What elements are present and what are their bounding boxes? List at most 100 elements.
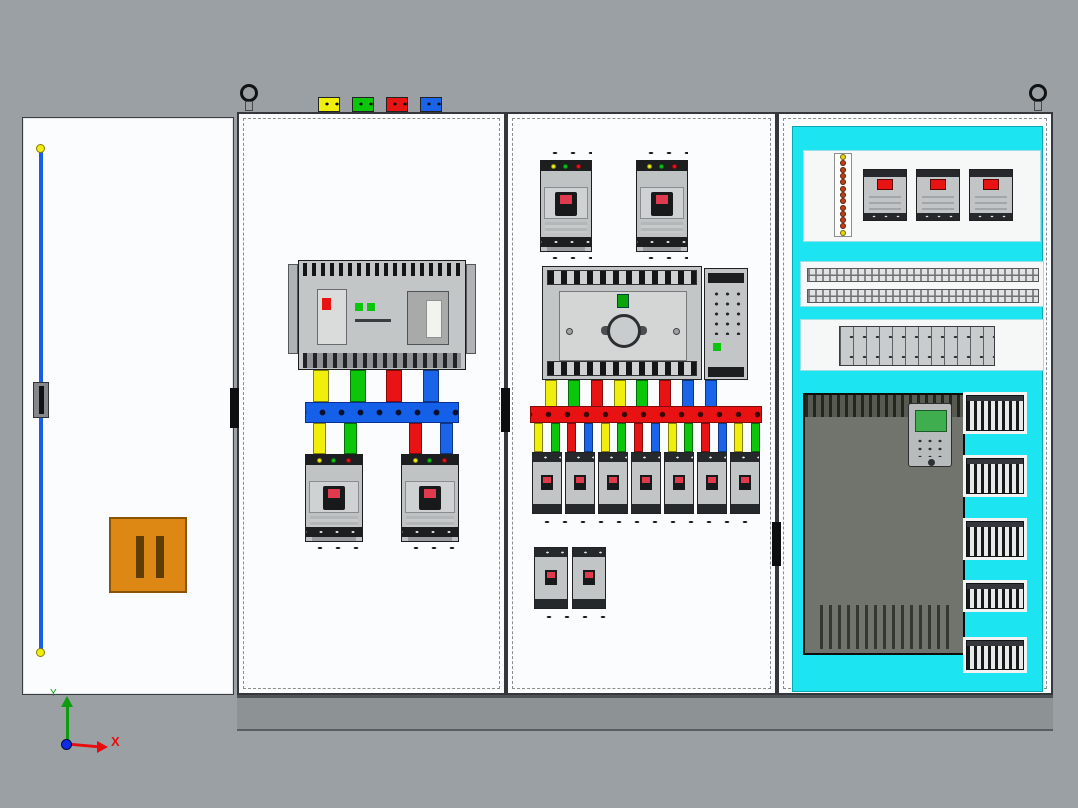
vfd-keypad[interactable] [908,403,952,467]
terminal-block-group[interactable] [966,395,1024,431]
x-axis-arrowhead [97,741,108,753]
din-breaker[interactable] [532,452,562,514]
automatic-transfer-switch[interactable] [542,266,702,380]
tap12-segment [613,380,626,407]
tap12-segment [590,380,603,407]
breaker-switch[interactable] [706,475,718,490]
terminal-block-group[interactable] [966,640,1024,670]
breaker-switch[interactable] [983,179,999,190]
mccb-switch[interactable] [555,192,577,216]
cabinet-door-open[interactable] [22,117,234,695]
acb-flange-left [288,264,298,354]
aux-breaker[interactable] [916,169,960,221]
terminal-block-group[interactable] [966,458,1024,494]
incoming-breaker-b[interactable] [636,160,688,252]
din-breaker[interactable] [697,452,727,514]
phase-block-green[interactable] [352,97,374,112]
acb-indicator-green [355,303,363,311]
breaker-switch[interactable] [574,475,586,490]
acb-indicator-red [322,298,331,310]
ats-rotary-knob[interactable] [607,314,641,348]
terminal-screws [305,544,363,552]
dot5-segment [346,457,352,463]
din-breaker[interactable] [631,452,661,514]
main-blue-busbar[interactable] [305,402,459,423]
acb-control-panel [317,289,347,345]
incoming-breaker-a[interactable] [540,160,592,252]
controller-bottom-strip [708,367,744,377]
breaker-switch[interactable] [877,179,893,190]
lifting-eye-stem [1034,101,1042,111]
din-breaker[interactable] [730,452,760,514]
tap16-segment [349,370,366,402]
breaker-switch[interactable] [607,475,619,490]
lifting-eye-left[interactable] [240,84,258,102]
mccb-label-area [545,222,587,233]
jumper-comb-strip[interactable] [834,153,852,237]
bead-segment [840,210,846,217]
mccb-terminal-strip [541,161,591,171]
document-pocket[interactable] [109,517,187,593]
dot5-segment [659,163,665,169]
tap9-segment [550,423,560,452]
ats-output-taps [545,380,717,407]
breaker-switch[interactable] [930,179,946,190]
breaker-switch[interactable] [739,475,751,490]
tap9-segment [634,423,644,452]
din-breaker[interactable] [598,452,628,514]
breaker-switch[interactable] [545,570,557,585]
x-axis-arrow [68,742,100,749]
aux-breaker[interactable] [863,169,907,221]
cabinet-base-plinth[interactable] [237,695,1053,731]
air-circuit-breaker[interactable] [298,260,466,370]
bead-segment [840,204,846,211]
phase-block-yellow[interactable] [318,97,340,112]
ats-controller-module[interactable] [704,268,748,380]
vfd-knob[interactable] [928,459,935,466]
terminal-block-group[interactable] [966,583,1024,609]
cabinet-section-drive[interactable] [777,112,1053,695]
door-handle[interactable] [33,382,49,418]
tap9-segment [750,423,760,452]
variable-frequency-drive[interactable] [803,393,965,655]
terminal-strip[interactable] [807,268,1039,282]
mccb-switch[interactable] [419,486,441,510]
din-breaker[interactable] [664,452,694,514]
acb-flange-right [466,264,476,354]
din-breaker-small[interactable] [572,547,606,609]
terminal-strip[interactable] [807,289,1039,303]
phase-block-red[interactable] [386,97,408,112]
ats-terminal-row-top [547,270,697,285]
bead-segment [840,217,846,224]
terminal-block-group[interactable] [966,521,1024,557]
molded-case-breaker-left[interactable] [305,454,363,542]
mccb-feet [312,537,356,541]
mccb-switch[interactable] [323,486,345,510]
mccb-switch[interactable] [651,192,673,216]
din-breaker[interactable] [565,452,595,514]
breaker-switch[interactable] [541,475,553,490]
tap14-segment [313,423,326,454]
breaker-switch[interactable] [640,475,652,490]
bead-segment [840,191,846,198]
cabinet-section-transfer[interactable] [506,112,777,695]
pocket-slot [136,536,144,578]
aux-breaker[interactable] [969,169,1013,221]
cabinet-section-incoming[interactable] [237,112,506,695]
distribution-red-busbar[interactable] [530,406,762,423]
controller-top-strip [708,273,744,283]
vfd-key-grid[interactable] [915,437,947,457]
cyan-mounting-panel[interactable] [792,126,1044,692]
din-breaker-small[interactable] [534,547,568,609]
relay-terminal-row[interactable] [839,326,995,366]
phase-block-blue[interactable] [420,97,442,112]
terminal-screws [532,518,760,526]
breaker-switch[interactable] [583,570,595,585]
lifting-eye-right[interactable] [1029,84,1047,102]
breaker-switch[interactable] [673,475,685,490]
tap14-segment [440,423,453,454]
breaker-label-lines [869,196,901,212]
mccb-terminal-strip [541,237,591,247]
molded-case-breaker-right[interactable] [401,454,459,542]
